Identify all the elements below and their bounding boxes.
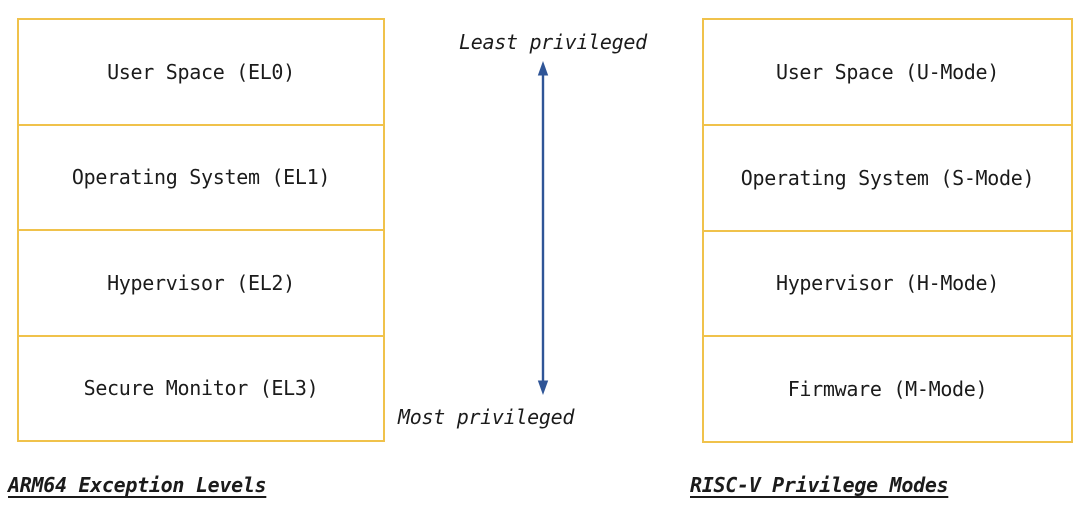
riscv-level-mmode: Firmware (M-Mode) [704,337,1071,441]
arm64-level-el0-label: User Space (EL0) [107,59,295,84]
least-privileged-label: Least privileged [459,30,647,54]
arm64-level-el0: User Space (EL0) [19,20,383,126]
arm64-level-el2-label: Hypervisor (EL2) [107,270,295,295]
privilege-direction-arrow-icon [537,61,549,395]
riscv-level-umode: User Space (U-Mode) [704,20,1071,126]
arm64-level-el1: Operating System (EL1) [19,126,383,231]
arm64-level-el3-label: Secure Monitor (EL3) [83,376,319,401]
riscv-level-hmode-label: Hypervisor (H-Mode) [775,271,1000,296]
arm64-level-el3: Secure Monitor (EL3) [19,337,383,441]
riscv-level-umode-label: User Space (U-Mode) [775,59,1000,84]
riscv-level-smode-label: Operating System (S-Mode) [740,165,1035,190]
riscv-level-hmode: Hypervisor (H-Mode) [704,232,1071,338]
riscv-caption: RISC-V Privilege Modes [690,473,949,497]
arm64-caption: ARM64 Exception Levels [8,473,267,497]
riscv-level-mmode-label: Firmware (M-Mode) [787,377,988,402]
most-privileged-label: Most privileged [398,405,575,429]
arm64-stack: User Space (EL0) Operating System (EL1) … [17,18,385,442]
arm64-level-el2: Hypervisor (EL2) [19,231,383,337]
riscv-stack: User Space (U-Mode) Operating System (S-… [702,18,1073,443]
arm64-level-el1-label: Operating System (EL1) [71,165,331,190]
riscv-level-smode: Operating System (S-Mode) [704,126,1071,232]
